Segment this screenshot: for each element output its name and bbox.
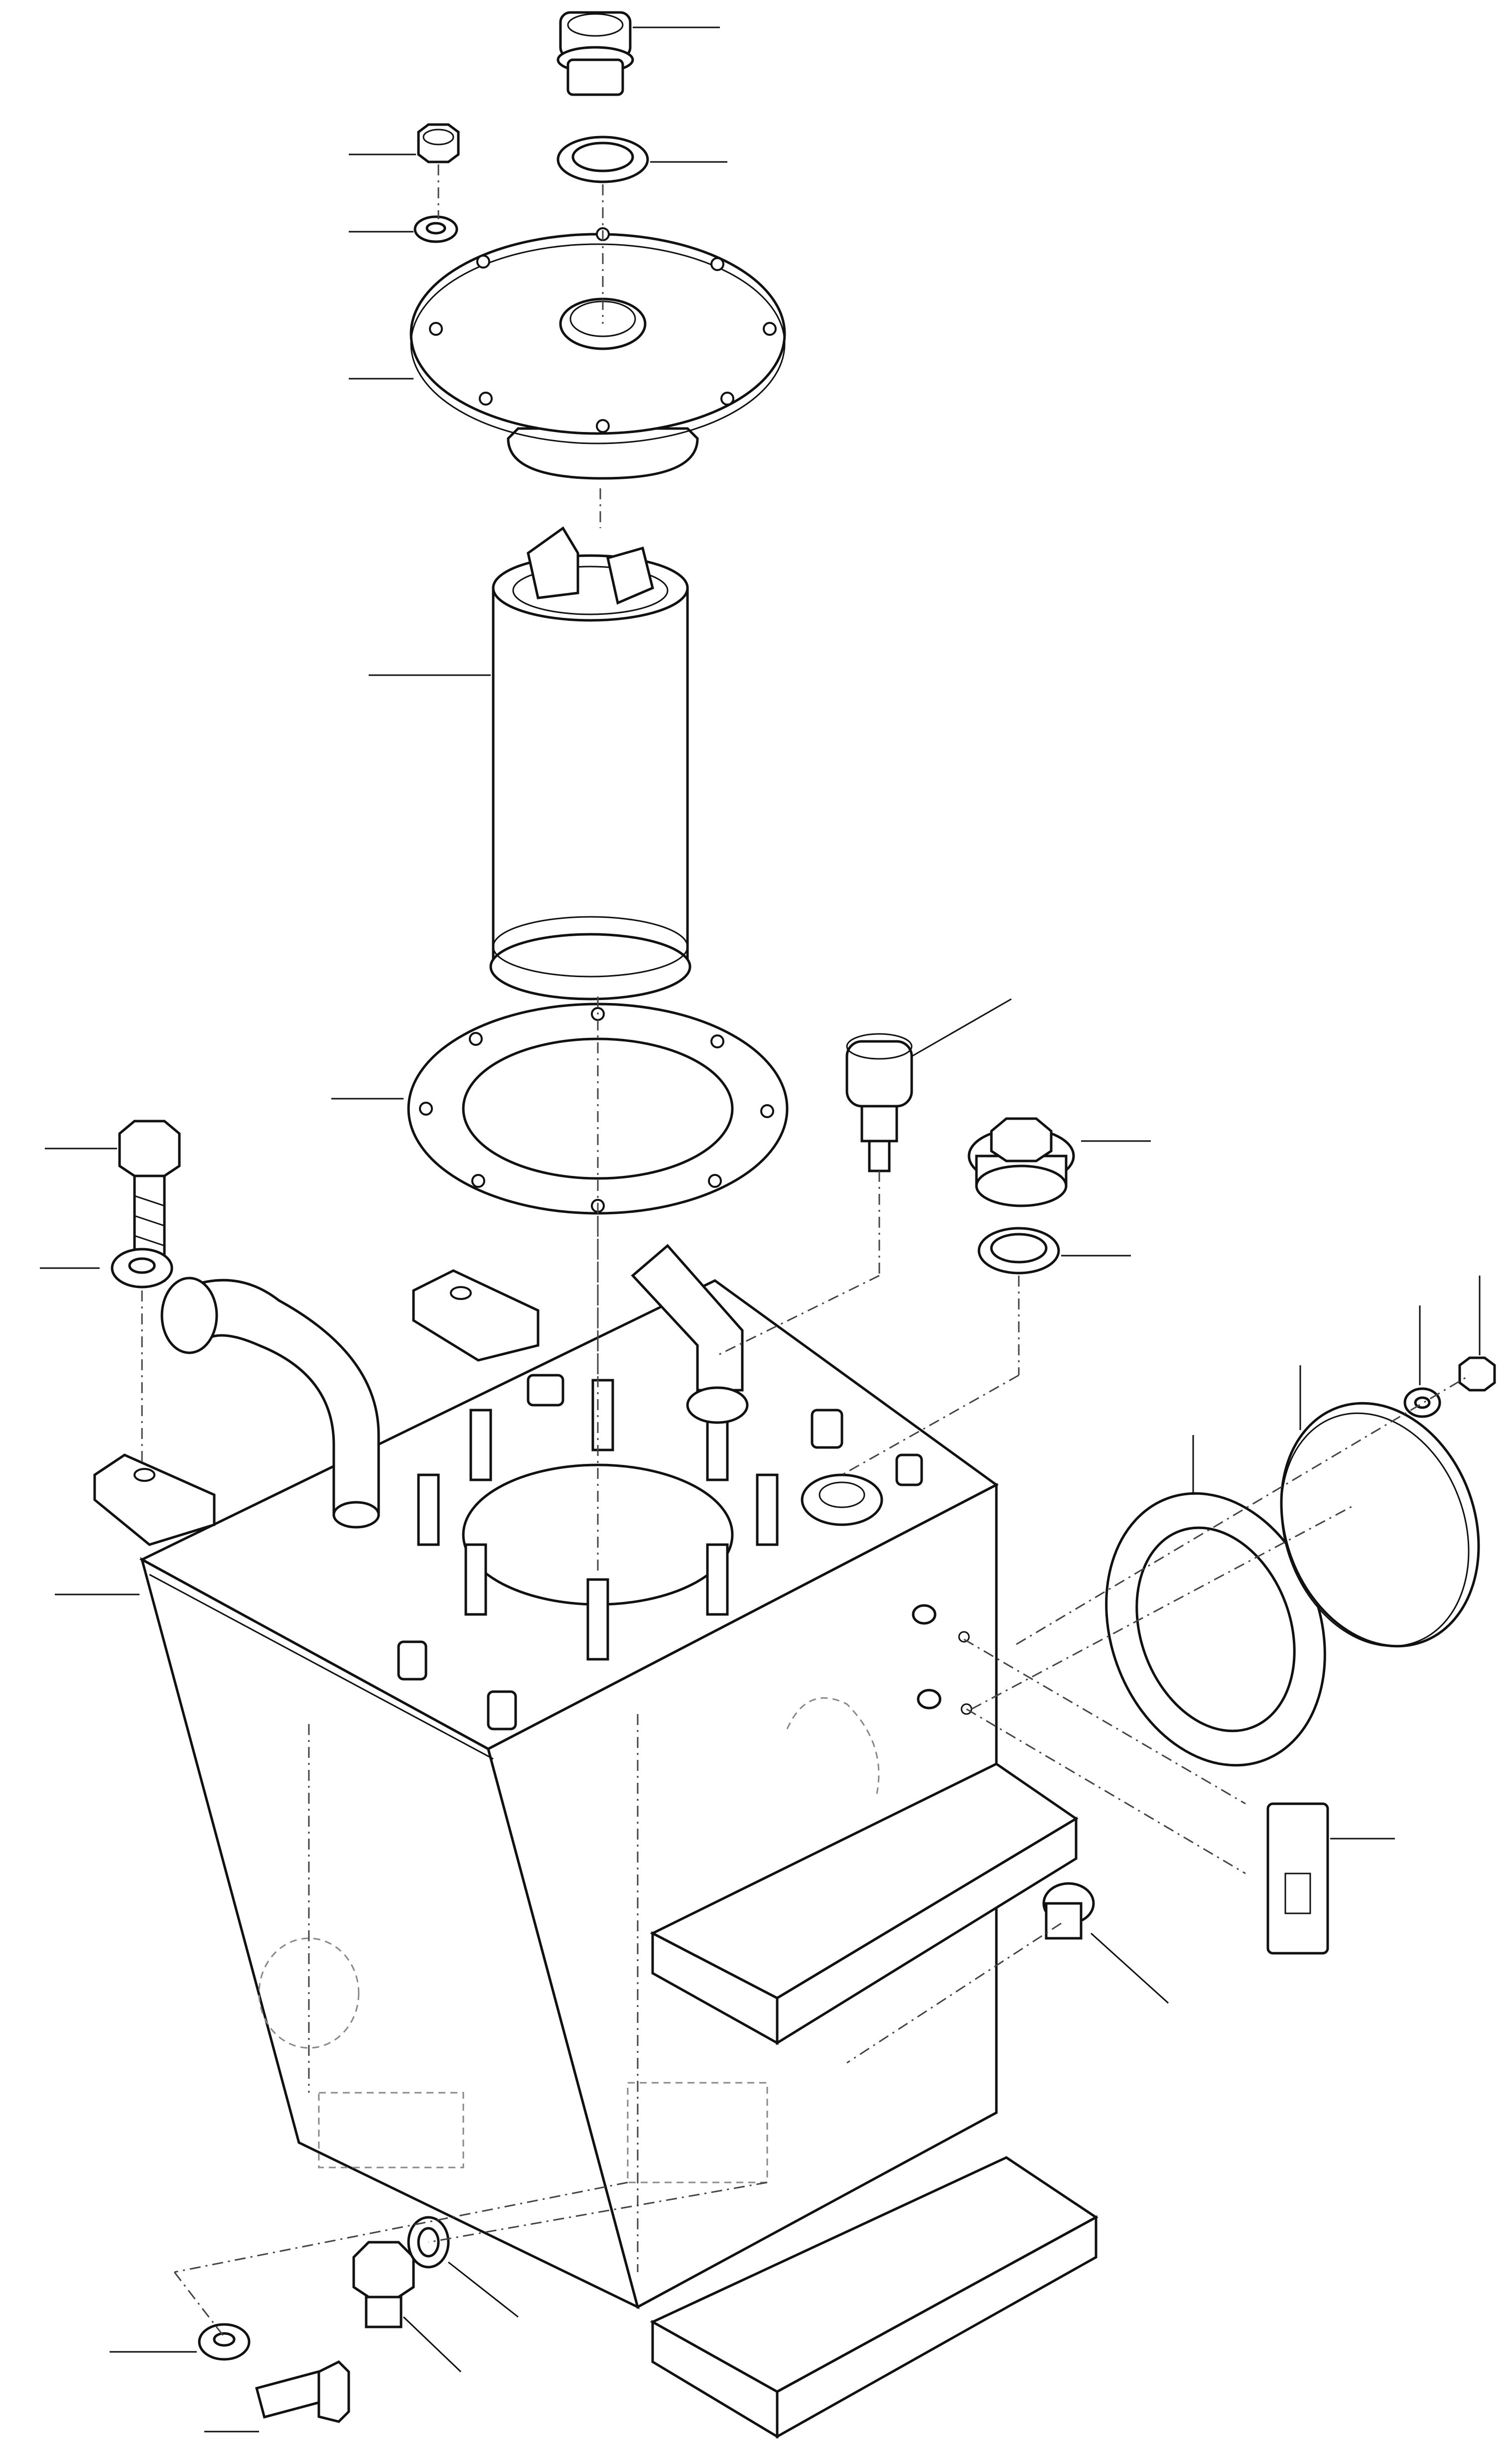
bottom-bolt: [204, 2360, 350, 2433]
filter-element: [369, 526, 691, 1001]
sealing-ring-top: [556, 136, 727, 183]
side-washer: [1403, 1305, 1441, 1418]
tank-body: [55, 1244, 999, 2309]
step-upper: [650, 1762, 1079, 2045]
assembly-axes: [141, 164, 1470, 2337]
step-lower: [650, 2156, 1099, 2439]
drain-plug: [352, 2241, 462, 2373]
cover-flange: [349, 227, 786, 480]
drain-sealing-ring: [407, 2216, 519, 2318]
side-nut: [1458, 1276, 1496, 1392]
side-cover-plate: [1280, 1365, 1480, 1648]
inlet-washer: [40, 1248, 173, 1289]
gasket-large: [331, 1003, 789, 1215]
filler-plug-top: [556, 11, 720, 96]
drain-fitting: [1042, 1882, 1169, 2004]
sealing-ring-right: [977, 1227, 1131, 1275]
washer-left: [349, 215, 458, 243]
side-gasket: [1105, 1435, 1326, 1767]
nut-left: [349, 123, 460, 163]
level-gauge: [1266, 1802, 1395, 1955]
breather-valve: [845, 998, 1012, 1172]
plug-right: [967, 1117, 1151, 1207]
bottom-washer: [110, 2323, 251, 2361]
